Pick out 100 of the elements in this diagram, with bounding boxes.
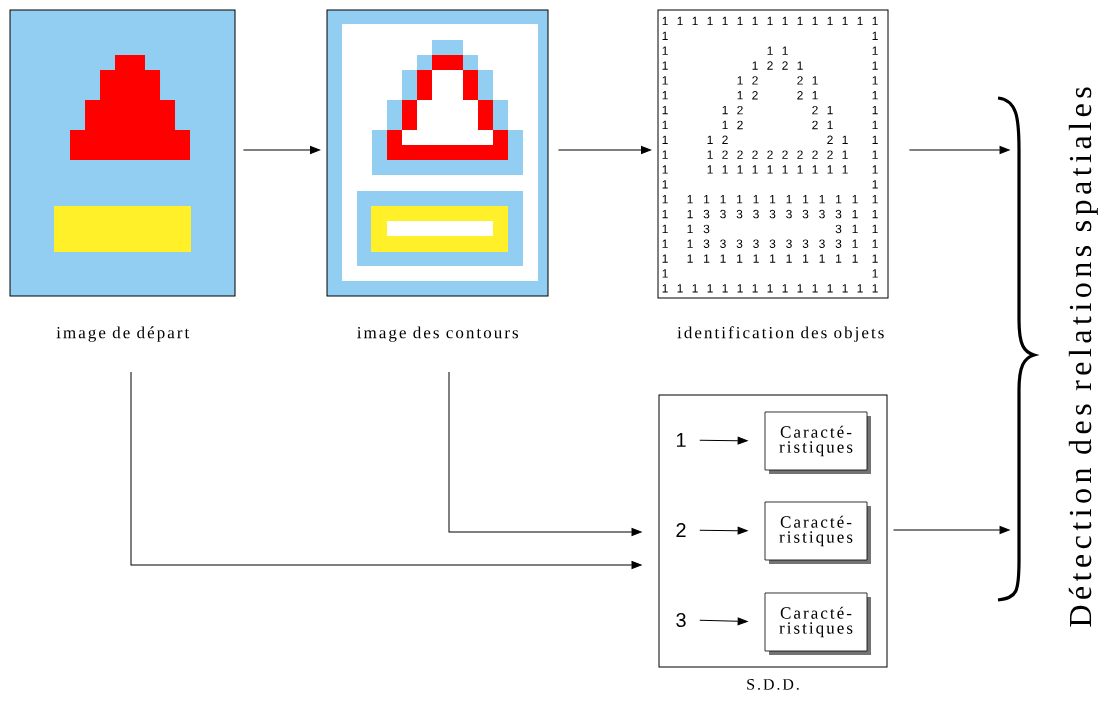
- grid-number: 1: [872, 61, 878, 70]
- grid-number: 2: [737, 105, 743, 115]
- grid-number: 1: [662, 284, 668, 293]
- grid-number: 1: [753, 195, 759, 204]
- image-caption: image des contours: [357, 326, 518, 342]
- grid-number: 1: [872, 135, 878, 144]
- grid-number: 1: [737, 254, 743, 263]
- grid-number: 1: [872, 195, 878, 204]
- grid-number: 3: [835, 224, 842, 234]
- arrow: [448, 371, 642, 536]
- grid-number: 1: [737, 195, 743, 204]
- image-caption: image de départ: [56, 326, 190, 342]
- grid-number: 1: [662, 76, 668, 85]
- grid-number: 1: [707, 135, 713, 144]
- grid-number: 1: [872, 150, 878, 159]
- grid-number: 1: [662, 31, 668, 40]
- grid-number: 1: [842, 165, 848, 174]
- grid-number: 3: [769, 209, 776, 219]
- grid-number: 1: [857, 284, 863, 293]
- grid-number: 3: [786, 239, 792, 248]
- arrow: [908, 146, 1010, 154]
- grid-number: 1: [827, 105, 833, 115]
- grid-number: 3: [753, 209, 759, 219]
- grid-number: 1: [753, 254, 759, 263]
- grid-number: 1: [812, 16, 818, 26]
- grid-number: 1: [770, 254, 776, 263]
- grid-number: 2: [737, 120, 743, 130]
- grid-number: 1: [782, 46, 788, 55]
- grid-number: 1: [662, 165, 668, 174]
- grid-number: 1: [786, 254, 792, 263]
- grid-number: 1: [692, 284, 698, 293]
- grid-number: 1: [872, 284, 878, 293]
- grid-number: 3: [819, 239, 825, 248]
- grid-number: 1: [707, 16, 713, 26]
- item-number: 3: [676, 612, 686, 628]
- grid-number: 1: [842, 16, 848, 26]
- grid-number: 1: [662, 91, 668, 100]
- grid-number: 1: [752, 16, 758, 26]
- grid-number: 1: [737, 16, 743, 26]
- grid-number: 1: [662, 269, 668, 278]
- grid-number: 2: [767, 61, 773, 70]
- grid-number: 1: [872, 76, 878, 85]
- grid-number: 1: [782, 16, 788, 26]
- grid-number: 1: [872, 224, 878, 233]
- grid-number: 2: [827, 150, 833, 159]
- grid-number: 1: [737, 76, 743, 85]
- grid-number: 2: [812, 120, 818, 130]
- grid-number: 1: [872, 105, 878, 115]
- vertical-heading: Détection des relations spatiales: [1068, 87, 1098, 627]
- grid-number: 1: [797, 284, 803, 293]
- grid-number: 1: [662, 254, 668, 263]
- grid-number: 3: [703, 239, 710, 248]
- grid-number: 1: [812, 91, 818, 100]
- grid-number: 1: [819, 254, 825, 263]
- grid-number: 1: [707, 150, 713, 159]
- grid-number: 1: [767, 284, 773, 293]
- grid-number: 1: [687, 224, 693, 233]
- feature-box: Caracté- ristiques: [764, 411, 871, 474]
- grid-number: 3: [753, 239, 759, 248]
- grid-number: 1: [872, 165, 878, 174]
- grid-number: 1: [722, 16, 728, 26]
- grid-number: 3: [720, 239, 726, 248]
- grid-number: 1: [872, 91, 878, 100]
- grid-number: 1: [722, 120, 728, 130]
- grid-number: 1: [737, 284, 743, 293]
- grid-number: 1: [827, 165, 833, 174]
- grid-number: 1: [737, 91, 743, 100]
- feature-box: Caracté- ristiques: [764, 592, 871, 655]
- grid-number: 1: [662, 150, 668, 159]
- grid-number: 1: [687, 209, 693, 219]
- grid-number: 1: [782, 284, 788, 293]
- grid-number: 1: [662, 180, 668, 189]
- grid-number: 3: [835, 239, 842, 248]
- grid-number: 1: [687, 254, 693, 263]
- grid-number: 2: [797, 76, 803, 85]
- grid-number: 1: [662, 195, 668, 204]
- grid-number: 2: [752, 150, 758, 159]
- grid-number: 1: [827, 120, 833, 130]
- grid-number: 1: [677, 284, 683, 293]
- arrow: [557, 146, 652, 154]
- grid-number: 1: [722, 284, 728, 293]
- grid-number: 1: [872, 31, 878, 40]
- grid-number: 2: [797, 91, 803, 100]
- grid-number: 1: [692, 16, 698, 26]
- grid-number: 1: [677, 16, 683, 26]
- grid-number: 1: [852, 254, 858, 263]
- grid-number: 1: [872, 120, 878, 130]
- grid-number: 1: [842, 150, 848, 159]
- grid-number: 1: [872, 46, 878, 55]
- grid-number: 2: [782, 61, 788, 70]
- grid-number: 1: [857, 16, 863, 26]
- grid-number: 1: [827, 284, 833, 293]
- grid-number: 3: [819, 209, 825, 219]
- grid-number: 1: [737, 165, 743, 174]
- grid-number: 1: [752, 284, 758, 293]
- grid-number: 1: [662, 46, 668, 55]
- grid-number: 1: [662, 120, 668, 130]
- grid-number: 1: [767, 46, 773, 55]
- grid-number: 1: [797, 165, 803, 174]
- grid-number: 3: [703, 209, 710, 219]
